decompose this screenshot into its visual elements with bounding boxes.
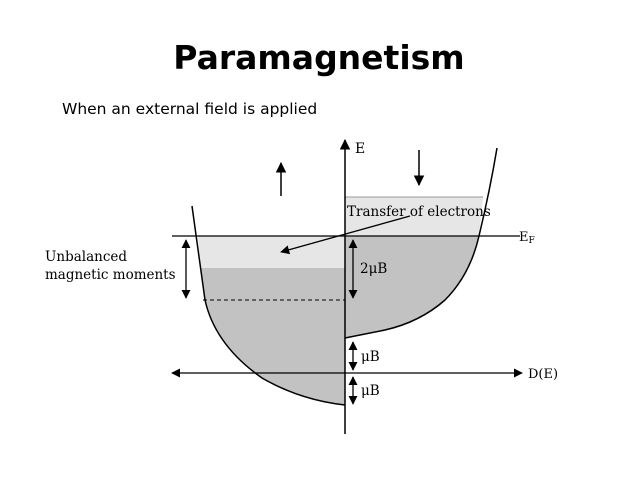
shift-2mub-label: 2μB — [360, 261, 387, 277]
slide-subtitle: When an external field is applied — [62, 100, 318, 118]
transferred-electron-region — [345, 197, 483, 236]
transfer-label: Transfer of electrons — [347, 204, 491, 220]
energy-axis-label: E — [355, 141, 365, 157]
dos-axis-label: D(E) — [528, 367, 558, 382]
unbalanced-label-line1: Unbalanced — [45, 249, 127, 265]
unbalanced-label-line2: magnetic moments — [45, 267, 176, 283]
spin-down-filled-band — [345, 236, 479, 338]
shift-mub-upper-label: μB — [361, 349, 380, 365]
shift-mub-lower-label: μB — [361, 383, 380, 399]
spin-up-band-edge — [191, 205, 346, 406]
transfer-arrow — [280, 215, 411, 255]
slide-title: Paramagnetism — [173, 38, 465, 77]
fermi-level-label: EF — [519, 230, 535, 246]
spin-down-band-edge — [344, 147, 498, 339]
